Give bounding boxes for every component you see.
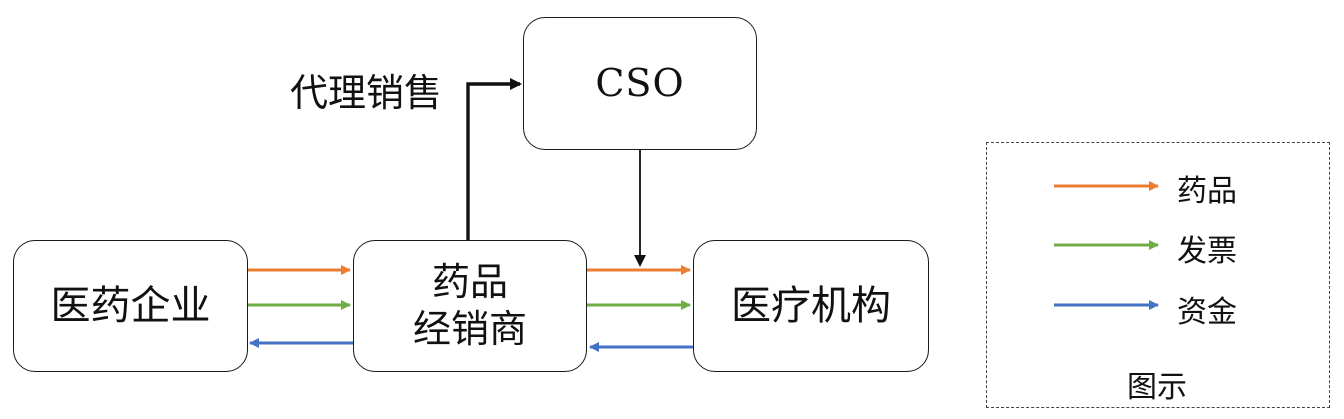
- legend: [986, 142, 1330, 408]
- legend-item-funds: 资金: [1177, 295, 1237, 330]
- legend-item-drug: 药品: [1177, 174, 1237, 209]
- node-cso-label: CSO: [595, 60, 685, 105]
- node-medical-institution: 医疗机构: [693, 240, 929, 372]
- node-drug-distributor-line1: 药品: [431, 259, 508, 304]
- node-pharma-company: 医药企业: [13, 240, 248, 372]
- legend-title: 图示: [1127, 370, 1187, 405]
- node-pharma-company-label: 医药企业: [50, 283, 211, 329]
- legend-item-invoice: 发票: [1177, 234, 1237, 269]
- node-drug-distributor-line2: 经销商: [412, 307, 527, 351]
- node-cso: CSO: [523, 17, 757, 150]
- agency-sales-label: 代理销售: [290, 71, 443, 115]
- arrow-agency-sales-distributor-to-cso: [466, 78, 522, 240]
- node-drug-distributor: 药品 经销商: [353, 240, 587, 372]
- node-medical-institution-label: 医疗机构: [731, 283, 891, 329]
